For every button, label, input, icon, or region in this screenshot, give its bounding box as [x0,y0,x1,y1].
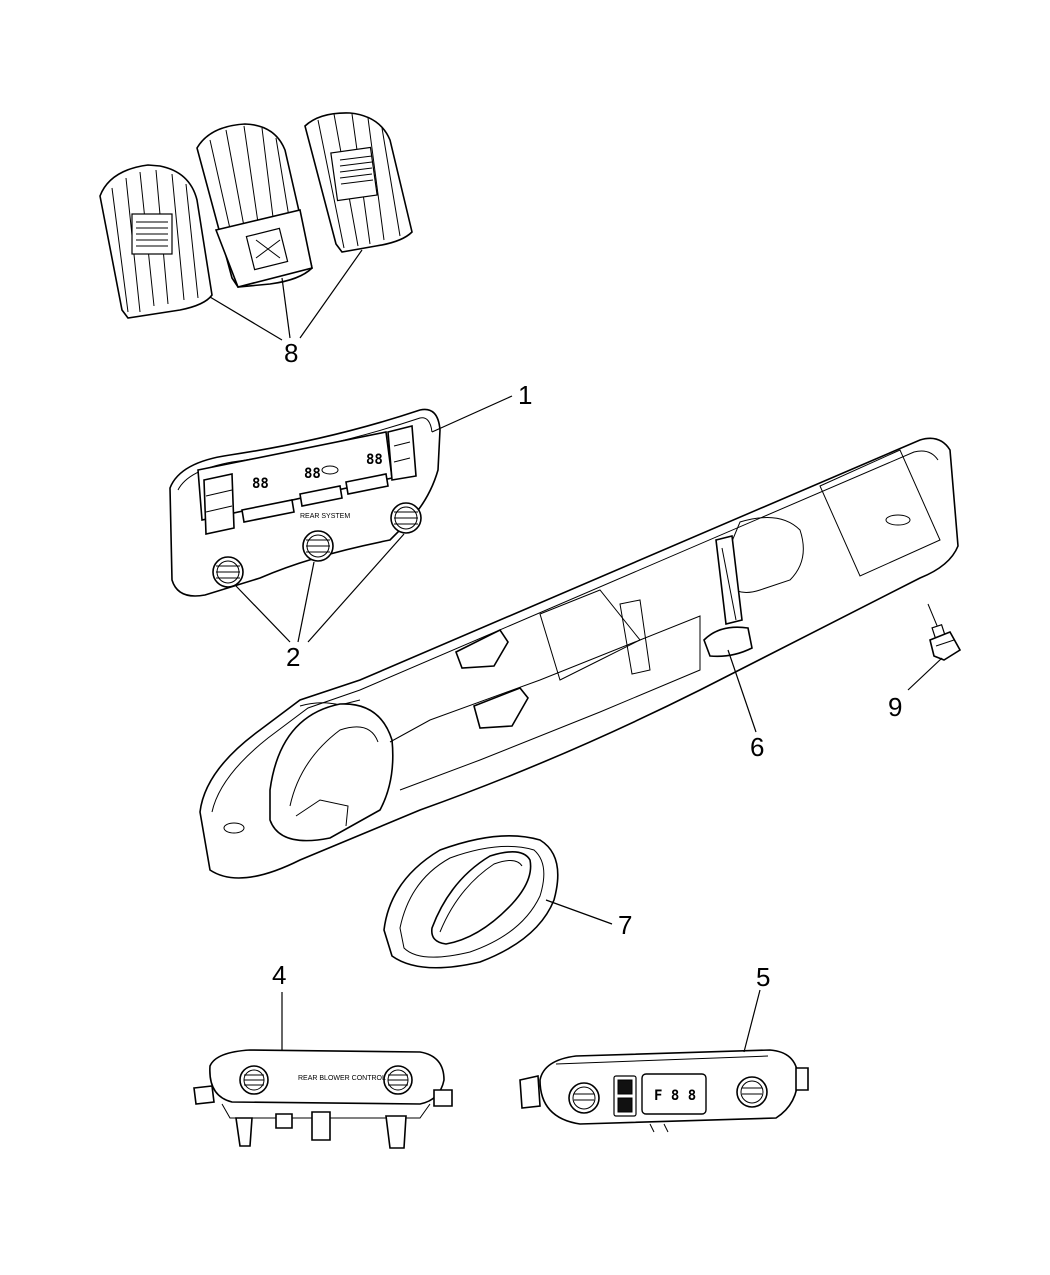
leader-9 [907,657,943,691]
callout-7: 7 [618,910,632,940]
callout-5: 5 [756,962,770,992]
rear-climate-control: F 8 8 [519,1049,809,1133]
callout-4: 4 [272,960,286,990]
knob-left [212,556,244,588]
leader-7 [545,899,613,925]
label-rear-system: REAR SYSTEM [300,513,350,520]
callout-8: 8 [284,338,298,368]
overhead-console-housing [199,437,959,879]
leader-8b [281,277,291,339]
screw [927,603,962,661]
leader-5 [743,989,761,1053]
leader-8a [209,296,283,341]
leader-2a [235,585,291,643]
callout-9: 9 [888,692,902,722]
callout-1: 1 [518,380,532,410]
rear-blower-control: REAR BLOWER CONTROL [193,1049,453,1149]
leader-6 [727,649,757,733]
leader-8c [299,249,363,339]
display-a: 88 [252,476,269,492]
air-outlet-center [196,123,313,288]
air-outlet-right [304,112,413,253]
leader-1 [431,395,513,433]
overhead-control-panel: 88 88 88 REAR SYSTEM [169,408,441,597]
air-outlet-left [99,164,213,319]
knob-center [302,530,334,562]
bracket [703,535,753,658]
leader-2c [307,533,405,643]
label-rear-blower: REAR BLOWER CONTROL [298,1075,386,1082]
bezel [383,834,559,969]
callout-6: 6 [750,732,764,762]
display-b: 88 [304,466,321,482]
display-f88: F 8 8 [654,1088,696,1104]
knob-right [390,502,422,534]
display-c: 88 [366,452,383,468]
callout-2: 2 [286,642,300,672]
leader-2b [297,561,315,643]
